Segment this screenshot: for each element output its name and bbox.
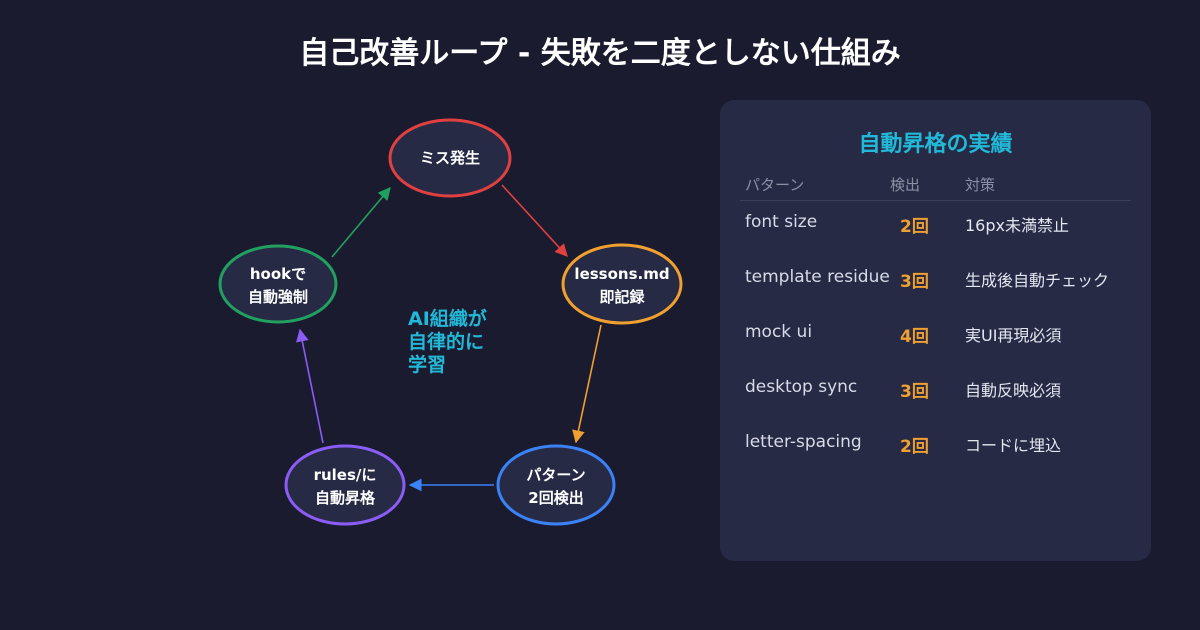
arrow-rules-to-hook [296, 328, 324, 444]
header-count: 検出 [890, 176, 921, 194]
row-action: 実UI再現必須 [965, 326, 1062, 345]
node-hook-label-2: 自動強制 [248, 288, 308, 306]
node-lessons: lessons.md 即記録 [561, 243, 683, 325]
row-pattern: template residue [745, 267, 890, 287]
node-mistake: ミス発生 [388, 118, 512, 198]
center-label-line-1: AI組織が [408, 307, 487, 330]
table-row: letter-spacing 2回 コードに埋込 [720, 432, 1151, 462]
node-hook-label-1: hookで [250, 265, 306, 283]
row-pattern: desktop sync [745, 377, 858, 397]
header-divider [740, 200, 1131, 201]
row-count: 3回 [900, 382, 929, 402]
table-row: desktop sync 3回 自動反映必須 [720, 377, 1151, 407]
arrow-mistake-to-lessons [501, 184, 568, 257]
table-row: mock ui 4回 実UI再現必須 [720, 322, 1151, 352]
node-pattern-label-1: パターン [526, 466, 585, 484]
row-action: 自動反映必須 [965, 381, 1062, 400]
improvement-loop-diagram: ミス発生 lessons.md 即記録 パターン 2回検出 rules/に 自動… [218, 118, 683, 526]
row-pattern: font size [745, 212, 818, 232]
table-row: template residue 3回 生成後自動チェック [720, 267, 1151, 297]
node-lessons-label-1: lessons.md [574, 265, 669, 283]
promotion-results-panel: 自動昇格の実績 パターン 検出 対策 font size 2回 16px未満禁止… [720, 100, 1151, 561]
table-row: font size 2回 16px未満禁止 [720, 212, 1151, 242]
arrow-hook-to-mistake [331, 187, 391, 258]
node-pattern: パターン 2回検出 [496, 444, 616, 526]
row-action: 16px未満禁止 [965, 216, 1069, 235]
row-count: 4回 [900, 327, 929, 347]
row-pattern: letter-spacing [745, 432, 862, 452]
page-title: 自己改善ループ - 失敗を二度としない仕組み [299, 36, 901, 71]
header-pattern: パターン [745, 176, 805, 194]
node-pattern-label-2: 2回検出 [528, 489, 583, 507]
row-count: 2回 [900, 217, 929, 237]
header-action: 対策 [965, 176, 996, 194]
row-count: 2回 [900, 437, 929, 457]
center-label-line-2: 自律的に [408, 330, 484, 353]
row-pattern: mock ui [745, 322, 813, 342]
node-rules-label-2: 自動昇格 [315, 489, 376, 507]
node-lessons-label-2: 即記録 [599, 288, 645, 306]
node-mistake-label: ミス発生 [420, 149, 480, 167]
node-rules: rules/に 自動昇格 [284, 444, 406, 526]
arrow-lessons-to-pattern [572, 324, 602, 444]
center-label-line-3: 学習 [408, 353, 446, 376]
row-count: 3回 [900, 272, 929, 292]
node-rules-label-1: rules/に [314, 466, 377, 484]
center-label: AI組織が 自律的に 学習 [408, 307, 487, 376]
row-action: コードに埋込 [965, 436, 1062, 455]
node-hook: hookで 自動強制 [218, 244, 338, 324]
panel-title: 自動昇格の実績 [858, 132, 1013, 157]
row-action: 生成後自動チェック [965, 271, 1110, 290]
